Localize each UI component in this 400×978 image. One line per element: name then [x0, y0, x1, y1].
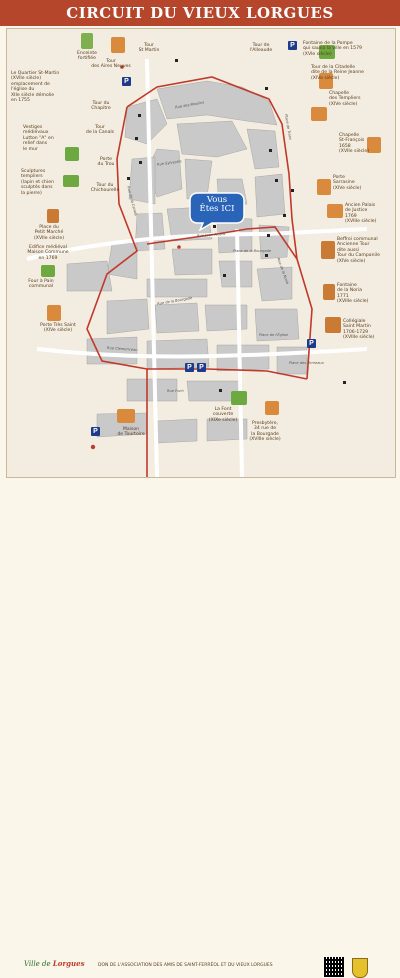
- poi-porte-sarrasine[interactable]: Porte Sarrasine (XIVe siècle): [333, 175, 362, 191]
- fountain-illustration-icon: [231, 391, 247, 405]
- tower-illustration-icon: [81, 33, 93, 49]
- poi-sculptures[interactable]: Sculptures templiers (lapin et chien scu…: [21, 169, 54, 196]
- oven-illustration-icon: [41, 265, 55, 277]
- poi-porte-trou[interactable]: Porte du Trou: [97, 157, 115, 168]
- poi-tour-canals[interactable]: Tour de la Canals: [85, 125, 115, 136]
- poi-maison-tourtoire[interactable]: Maison de Tourtoire: [117, 427, 145, 438]
- poi-tour-citadelle[interactable]: Tour de la Citadelle dite de la Reine Je…: [311, 65, 364, 81]
- footer: Ville de Lorgues DON DE L'ASSOCIATION DE…: [0, 478, 400, 978]
- poi-edifice[interactable]: Edifice médiéval Maison Commune en 1769: [27, 245, 69, 261]
- church-illustration-icon: [325, 317, 341, 333]
- street-label: Place des Ormeaux: [289, 361, 324, 365]
- fountain-illustration-icon: [319, 45, 335, 59]
- poi-beffroi[interactable]: Beffroi communal Ancienne Tour dite auss…: [337, 237, 380, 264]
- you-are-here-text: Vous Êtes ICI: [199, 195, 235, 214]
- poi-collegiale[interactable]: Collégiale Saint Martin 1706-1729 (XVIII…: [343, 319, 375, 341]
- poi-presbytere[interactable]: Presbytère, 34 rue de la Bourgade (XVIII…: [249, 421, 281, 443]
- street-label: Rue Foch: [167, 389, 184, 393]
- street-label: Place de la Bourgade: [233, 249, 272, 253]
- footer-credit: DON DE L'ASSOCIATION DES AMIS DE SAINT-F…: [98, 963, 273, 968]
- gate-illustration-icon: [317, 179, 331, 195]
- poi-chapelle-st-francois[interactable]: Chapelle St-François 1658 (XVIIe siècle): [339, 133, 369, 155]
- parking-icon[interactable]: P: [288, 41, 297, 50]
- map-title: CIRCUIT DU VIEUX LORGUES: [0, 0, 400, 26]
- poi-fontaine-pompe[interactable]: Fontaine de la Pompe qui sauva la ville …: [303, 41, 362, 57]
- house-illustration-icon: [117, 409, 135, 423]
- map-area[interactable]: Vous Êtes ICI P P P P P P Enceinte forti…: [6, 28, 396, 478]
- poi-tour-chapitre[interactable]: Tour du Chapitre: [91, 101, 111, 112]
- chapel-illustration-icon: [367, 137, 381, 153]
- tower-illustration-icon: [319, 73, 333, 89]
- vestige-illustration-icon: [65, 147, 79, 161]
- house-illustration-icon: [265, 401, 279, 415]
- poi-font-couverte[interactable]: La Font couverte (XIXe siècle): [208, 407, 238, 423]
- you-are-here-marker[interactable]: Vous Êtes ICI: [188, 189, 246, 231]
- poi-tour-aires[interactable]: Tour des Aires Neuves: [91, 59, 131, 70]
- market-illustration-icon: [47, 209, 59, 223]
- parking-icon[interactable]: P: [122, 77, 131, 86]
- poi-vestiges[interactable]: Vestiges médiévaux Lutton "A" en relief …: [23, 125, 54, 152]
- poi-fontaine-noria[interactable]: Fontaine de la Noria 1771 (XVIIIe siècle…: [337, 283, 369, 305]
- poi-tour-chichourelle[interactable]: Tour du Chichourelle: [90, 183, 120, 194]
- street-label: Place de l'Église: [259, 333, 288, 337]
- poi-enceinte[interactable]: Enceinte fortifiée: [77, 51, 97, 62]
- poi-place-marche[interactable]: Place du Petit Marché (XVIIe siècle): [34, 225, 64, 241]
- poi-quartier-st-martin[interactable]: Le Quartier St-Martin (XVIIe siècle) emp…: [11, 71, 60, 104]
- parking-icon[interactable]: P: [197, 363, 206, 372]
- parking-icon[interactable]: P: [307, 339, 316, 348]
- poi-ancien-palais[interactable]: Ancien Palais de Justice 1769 (XVIIIe si…: [345, 203, 377, 225]
- poi-chapelle-templiers[interactable]: Chapelle des Templiers (XIVe siècle): [329, 91, 361, 107]
- poi-tour-alleaude[interactable]: Tour de l'Alleaude: [249, 43, 273, 54]
- chapel-illustration-icon: [311, 107, 327, 121]
- tower-illustration-icon: [111, 37, 125, 53]
- crest-icon: [352, 958, 368, 978]
- city-logo: Ville de Lorgues: [24, 959, 85, 968]
- belfry-illustration-icon: [321, 241, 335, 259]
- poi-porte-tres-saint[interactable]: Porte Très Saint (XIVe siècle): [40, 323, 76, 334]
- poi-four-pain[interactable]: Four à Pain communal: [28, 279, 54, 290]
- fountain-illustration-icon: [323, 284, 335, 300]
- poi-tour-st-martin[interactable]: Tour St Martin: [138, 43, 160, 54]
- parking-icon[interactable]: P: [185, 363, 194, 372]
- gate-illustration-icon: [47, 305, 61, 321]
- palace-illustration-icon: [327, 204, 343, 218]
- parking-icon[interactable]: P: [91, 427, 100, 436]
- sculpture-illustration-icon: [63, 175, 79, 187]
- qr-code-icon[interactable]: [324, 957, 344, 977]
